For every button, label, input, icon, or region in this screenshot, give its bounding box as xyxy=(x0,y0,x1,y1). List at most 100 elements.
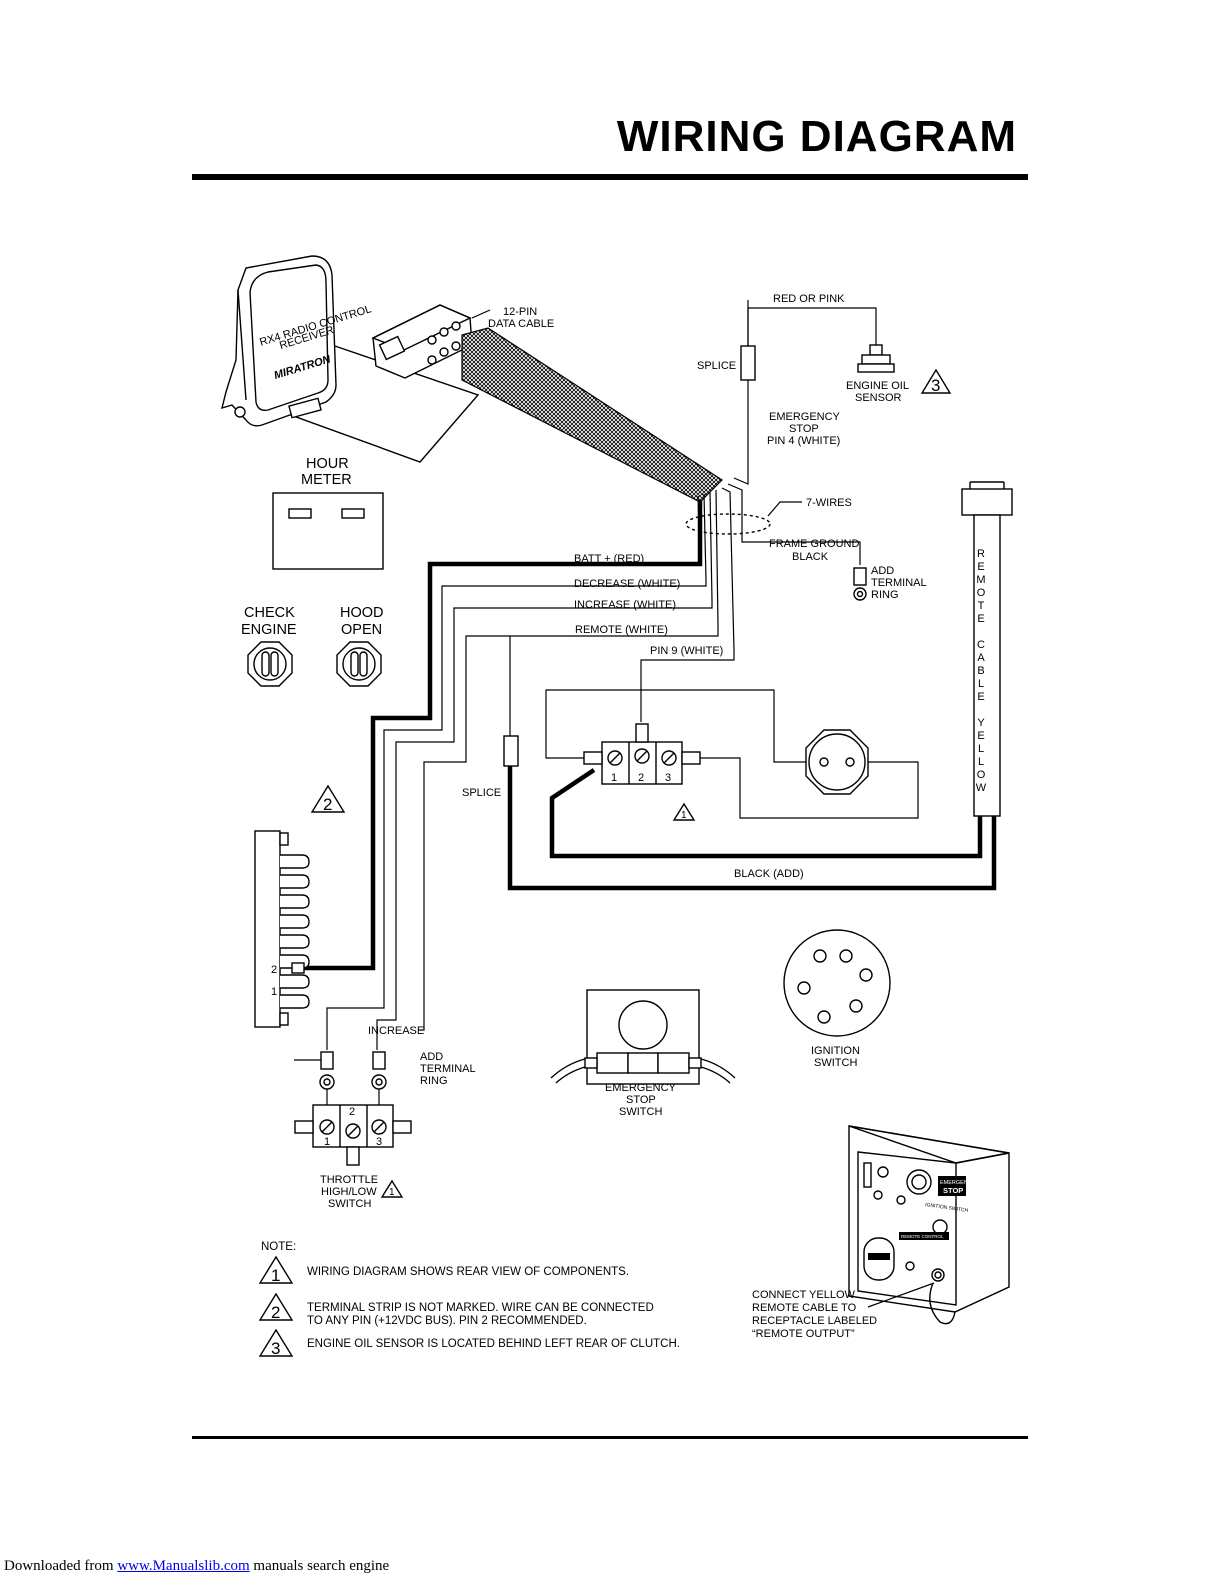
notes-heading: NOTE: xyxy=(261,1241,296,1253)
hood-open-lamp xyxy=(336,641,382,687)
footer-link[interactable]: www.Manualslib.com xyxy=(117,1558,250,1574)
hood-open-line2: OPEN xyxy=(341,622,382,638)
emergency-stop-switch-line1: EMERGENCY xyxy=(605,1082,677,1094)
note-2-triangle xyxy=(258,1292,294,1321)
emergency-stop-pin-line3: PIN 4 (WHITE) xyxy=(767,435,840,447)
control-box-stop-line2: STOP xyxy=(943,1186,963,1195)
callout-3-number: 3 xyxy=(931,376,940,395)
data-cable-label-line1: 12-PIN xyxy=(503,306,537,318)
splice-top-label: SPLICE xyxy=(697,360,736,372)
throttle-terminal-1: 1 xyxy=(324,1136,330,1148)
engine-oil-sensor-line2: SENSOR xyxy=(855,392,902,404)
connect-yellow-line1: CONNECT YELLOW xyxy=(752,1289,856,1301)
remote-cable xyxy=(961,481,1013,817)
control-box-stop-line1: EMERGENCY xyxy=(940,1180,976,1186)
callout-triangle-2-strip xyxy=(310,784,346,813)
decrease-label: DECREASE (WHITE) xyxy=(574,578,680,590)
splice-mid-label: SPLICE xyxy=(462,787,501,799)
octagon-plug xyxy=(805,729,869,795)
hood-open-line1: HOOD xyxy=(340,605,384,621)
center-terminal-1: 1 xyxy=(611,772,617,784)
throttle-switch xyxy=(294,1104,412,1166)
control-box: EMERGENCY STOP IGNITION SWITCH REMOTE CO… xyxy=(848,1125,1010,1325)
radio-receiver: RX4 RADIO CONTROL RECEIVER MIRATRON xyxy=(221,255,480,463)
engine-oil-sensor-line1: ENGINE OIL xyxy=(846,380,909,392)
check-engine-line1: CHECK xyxy=(244,605,295,621)
red-or-pink-label: RED OR PINK xyxy=(773,293,845,305)
emergency-stop-switch-line3: SWITCH xyxy=(619,1106,662,1118)
callout-1-center-number: 1 xyxy=(681,810,687,821)
footer: Downloaded from www.Manualslib.com manua… xyxy=(4,1558,389,1575)
throttle-switch-line3: SWITCH xyxy=(328,1198,371,1210)
hour-meter xyxy=(272,492,384,570)
add-terminal-ring-bottom-line2: TERMINAL xyxy=(420,1063,476,1075)
batt-label: BATT + (RED) xyxy=(574,553,644,565)
note-1: 1 WIRING DIAGRAM SHOWS REAR VIEW OF COMP… xyxy=(258,1255,629,1285)
note-3-triangle xyxy=(258,1328,294,1357)
pin9-label: PIN 9 (WHITE) xyxy=(650,645,723,657)
note-3-text: ENGINE OIL SENSOR IS LOCATED BEHIND LEFT… xyxy=(307,1338,680,1350)
center-terminal-2: 2 xyxy=(638,772,644,784)
connect-yellow-line4: “REMOTE OUTPUT” xyxy=(752,1328,855,1340)
throttle-terminal-2: 2 xyxy=(349,1106,355,1118)
data-cable-label-line2: DATA CABLE xyxy=(488,318,554,330)
connect-yellow-line3: RECEPTACLE LABELED xyxy=(752,1315,877,1327)
add-terminal-ring-top-line2: TERMINAL xyxy=(871,577,927,589)
strip-pin-1: 1 xyxy=(271,986,277,998)
increase-white-label: INCREASE (WHITE) xyxy=(574,599,676,611)
center-terminal-block xyxy=(583,723,701,785)
note-3: 3 ENGINE OIL SENSOR IS LOCATED BEHIND LE… xyxy=(258,1328,680,1358)
note-2-number: 2 xyxy=(271,1303,280,1322)
footer-prefix: Downloaded from xyxy=(4,1558,118,1574)
remote-cable-vertical-label: REMOTE CABLE YELLOW xyxy=(975,548,987,795)
ignition-switch xyxy=(783,929,891,1037)
connect-yellow-line2: REMOTE CABLE TO xyxy=(752,1302,857,1314)
center-terminal-3: 3 xyxy=(665,772,671,784)
add-terminal-ring-bottom-line1: ADD xyxy=(420,1051,443,1063)
emergency-stop-switch xyxy=(550,989,736,1085)
check-engine-line2: ENGINE xyxy=(241,622,297,638)
increase-label: INCREASE xyxy=(368,1025,424,1037)
ignition-switch-line1: IGNITION xyxy=(811,1045,860,1057)
terminal-strip xyxy=(254,830,310,1028)
callout-triangle-1-center xyxy=(672,802,696,821)
throttle-terminal-3: 3 xyxy=(376,1136,382,1148)
black-add-label: BLACK (ADD) xyxy=(734,868,804,880)
callout-1-throttle-number: 1 xyxy=(389,1187,395,1198)
splice-mid xyxy=(503,735,519,767)
note-3-number: 3 xyxy=(271,1339,280,1358)
splice-top xyxy=(740,345,756,381)
frame-ground-line2: BLACK xyxy=(792,551,829,563)
check-engine-lamp xyxy=(247,641,293,687)
12-pin-connector xyxy=(371,304,473,379)
note-1-triangle xyxy=(258,1255,294,1284)
note-1-number: 1 xyxy=(271,1266,280,1285)
emergency-stop-pin-line1: EMERGENCY xyxy=(769,411,841,423)
throttle-terminal-rings xyxy=(294,1051,387,1090)
note-2-text-line1: TERMINAL STRIP IS NOT MARKED. WIRE CAN B… xyxy=(307,1302,654,1314)
top-rule xyxy=(192,174,1028,180)
callout-2-strip-number: 2 xyxy=(323,795,332,814)
data-cable-bundle xyxy=(461,327,723,503)
footer-suffix: manuals search engine xyxy=(249,1558,390,1574)
callout-triangle-3 xyxy=(920,368,952,394)
emergency-stop-switch-line2: STOP xyxy=(626,1094,656,1106)
add-terminal-ring-bottom-line3: RING xyxy=(420,1075,448,1087)
bottom-rule xyxy=(192,1436,1028,1439)
emergency-stop-pin-line2: STOP xyxy=(789,423,819,435)
note-2: 2 TERMINAL STRIP IS NOT MARKED. WIRE CAN… xyxy=(258,1292,654,1327)
engine-oil-sensor xyxy=(857,344,895,373)
hour-meter-line1: HOUR xyxy=(306,456,349,472)
control-box-remote-label: REMOTE CONTROL xyxy=(901,1234,944,1239)
remote-white-label: REMOTE (WHITE) xyxy=(575,624,668,636)
hour-meter-line2: METER xyxy=(301,472,352,488)
throttle-switch-line2: HIGH/LOW xyxy=(321,1186,377,1198)
strip-pin-2: 2 xyxy=(271,964,277,976)
add-terminal-ring-top-line3: RING xyxy=(871,589,899,601)
terminal-ring-ground xyxy=(853,567,867,601)
frame-ground-line1: FRAME GROUND xyxy=(769,538,860,550)
ignition-switch-line2: SWITCH xyxy=(814,1057,857,1069)
callout-triangle-1-throttle xyxy=(380,1179,404,1198)
note-2-text-line2: TO ANY PIN (+12VDC BUS). PIN 2 RECOMMEND… xyxy=(307,1315,587,1327)
